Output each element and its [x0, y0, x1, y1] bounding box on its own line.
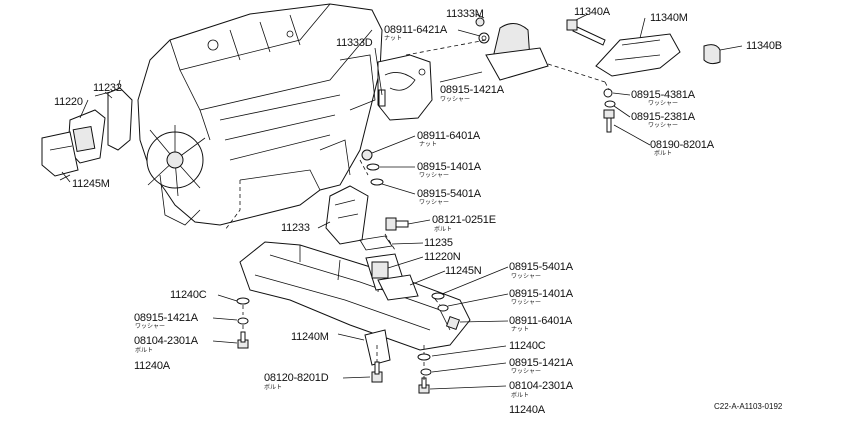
rear-crossmember-top: [566, 19, 721, 133]
sub-nut-3: ナット: [511, 327, 530, 333]
label-08121-0251E: 08121-0251E: [432, 214, 496, 226]
label-11245N: 11245N: [445, 265, 482, 277]
left-fasteners: [236, 297, 250, 349]
sub-washer-2: ワッシャー: [648, 101, 679, 107]
diagram-reference-code: C22-A-A1103-0192: [714, 402, 783, 411]
leader-lines: [59, 13, 743, 390]
left-mount-parts: [41, 79, 133, 183]
label-08915-1401A-up: 08915-1401A: [417, 161, 481, 173]
label-08915-5401A-up: 08915-5401A: [417, 188, 481, 200]
label-08915-1421A-top: 08915-1421A: [440, 84, 504, 96]
label-11235: 11235: [424, 237, 453, 249]
label-11240C-left: 11240C: [170, 289, 207, 301]
label-08104-2301A-left: 08104-2301A: [134, 335, 198, 347]
label-11333D: 11333D: [336, 37, 373, 49]
alignment-dashes: [224, 39, 610, 382]
label-11240A-right: 11240A: [509, 404, 545, 416]
label-11233: 11233: [281, 222, 310, 234]
sub-nut-2: ナット: [419, 142, 438, 148]
label-11340M: 11340M: [650, 12, 688, 24]
label-08190-8201A: 08190-8201A: [650, 139, 714, 151]
label-08911-6401A-up: 08911-6401A: [417, 130, 481, 142]
sub-washer-8: ワッシャー: [135, 324, 166, 330]
sub-washer-9: ワッシャー: [511, 369, 542, 375]
label-08911-6401A-lo: 08911-6401A: [509, 315, 573, 327]
sub-washer-7: ワッシャー: [511, 300, 542, 306]
label-08120-8201D: 08120-8201D: [264, 372, 329, 384]
sub-washer-4: ワッシャー: [419, 173, 450, 179]
label-11240C-right: 11240C: [509, 340, 546, 352]
sub-washer-6: ワッシャー: [511, 274, 542, 280]
label-11240M: 11240M: [291, 331, 329, 343]
cooling-fan: [146, 125, 206, 226]
sub-bolt-2: ボルト: [434, 227, 453, 233]
sub-bolt-5: ボルト: [511, 393, 530, 399]
label-11232: 11232: [93, 82, 122, 94]
label-11220N: 11220N: [424, 251, 461, 263]
label-08915-1421A-left: 08915-1421A: [134, 312, 198, 324]
label-11245M: 11245M: [72, 178, 110, 190]
sub-washer-3: ワッシャー: [648, 123, 679, 129]
label-08911-6421A: 08911-6421A: [384, 24, 448, 36]
sub-bolt-4: ボルト: [264, 385, 283, 391]
label-08915-2381A: 08915-2381A: [631, 111, 695, 123]
sub-bolt-1: ボルト: [654, 151, 673, 157]
label-11340A: 11340A: [574, 6, 610, 18]
sub-washer-1: ワッシャー: [440, 97, 471, 103]
front-crossmember: [239, 235, 471, 366]
front-mount-bracket: [325, 149, 409, 245]
label-08104-2301A-right: 08104-2301A: [509, 380, 573, 392]
sub-bolt-3: ボルト: [135, 348, 154, 354]
label-08915-1421A-right: 08915-1421A: [509, 357, 573, 369]
label-11340B: 11340B: [746, 40, 782, 52]
label-11240A-left: 11240A: [134, 360, 170, 372]
sub-washer-5: ワッシャー: [419, 200, 450, 206]
rear-mount-top: [377, 17, 549, 121]
label-08915-5401A-lo: 08915-5401A: [509, 261, 573, 273]
label-11220: 11220: [54, 96, 83, 108]
label-08915-4381A: 08915-4381A: [631, 89, 695, 101]
sub-nut-1: ナット: [384, 36, 403, 42]
label-08915-1401A-lo: 08915-1401A: [509, 288, 573, 300]
label-11333M: 11333M: [446, 8, 484, 20]
right-fasteners: [371, 292, 461, 394]
